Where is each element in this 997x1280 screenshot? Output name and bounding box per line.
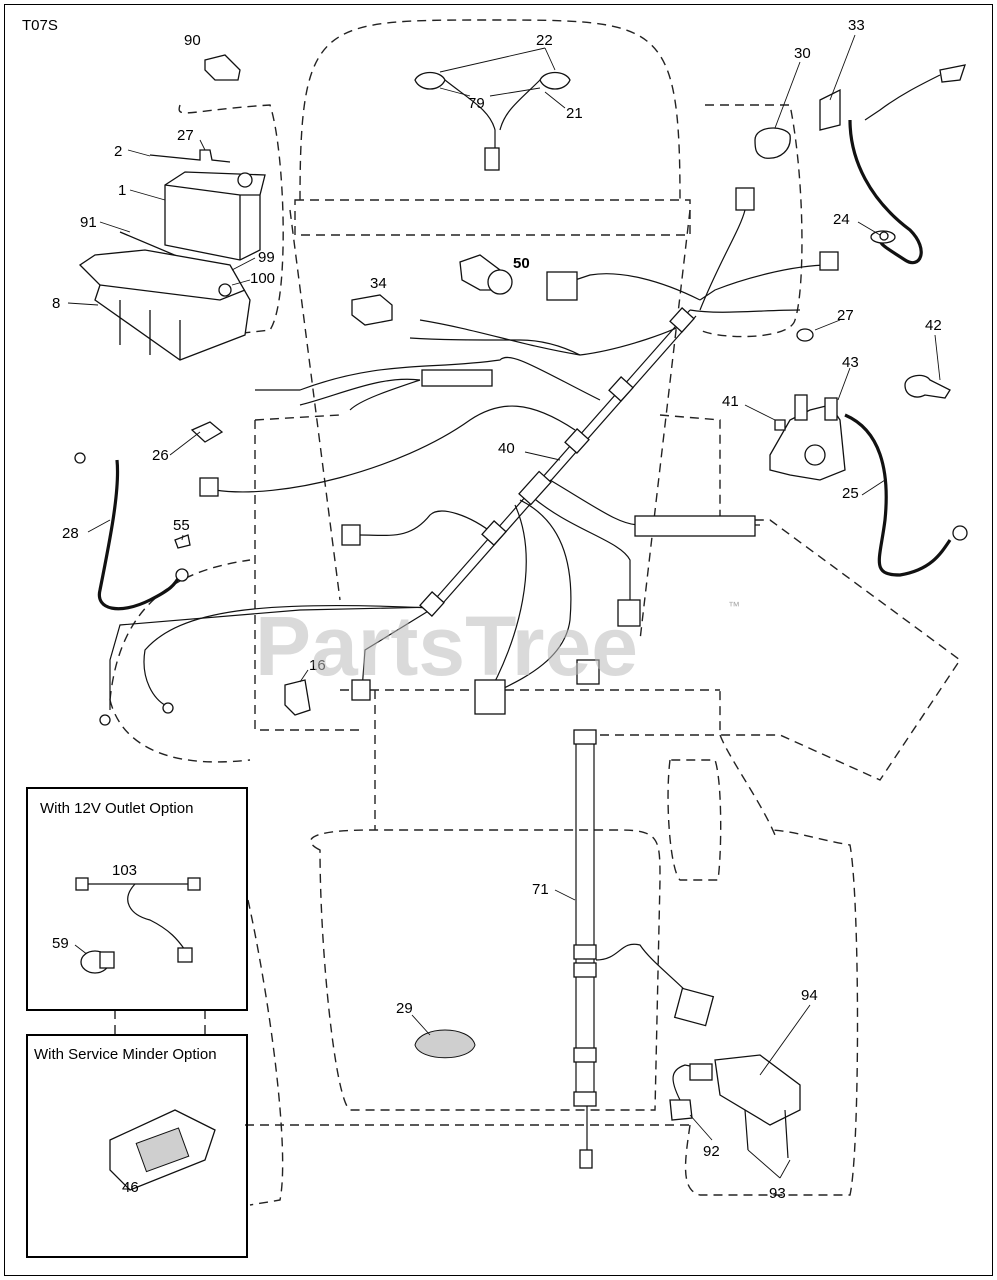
callout-99: 99 xyxy=(258,249,275,266)
callout-91: 91 xyxy=(80,214,97,231)
callout-71: 71 xyxy=(532,881,549,898)
callout-50: 50 xyxy=(513,255,530,272)
callout-94: 94 xyxy=(801,987,818,1004)
callout-27-relay: 27 xyxy=(837,307,854,324)
callout-30: 30 xyxy=(794,45,811,62)
callout-55: 55 xyxy=(173,517,190,534)
option-12v-title: With 12V Outlet Option xyxy=(40,800,193,817)
callout-46: 46 xyxy=(122,1179,139,1196)
callout-34: 34 xyxy=(370,275,387,292)
callout-93: 93 xyxy=(769,1185,786,1202)
callout-79: 79 xyxy=(468,95,485,112)
option-service-minder: With Service Minder Option 46 xyxy=(26,1034,248,1258)
callout-103: 103 xyxy=(112,862,137,879)
callout-43: 43 xyxy=(842,354,859,371)
callout-40: 40 xyxy=(498,440,515,457)
watermark-tm: ™ xyxy=(728,599,740,613)
callout-29: 29 xyxy=(396,1000,413,1017)
callout-1: 1 xyxy=(118,182,126,199)
callout-8: 8 xyxy=(52,295,60,312)
callout-90: 90 xyxy=(184,32,201,49)
callout-24: 24 xyxy=(833,211,850,228)
callout-2: 2 xyxy=(114,143,122,160)
callout-59: 59 xyxy=(52,935,69,952)
diagram-code: T07S xyxy=(22,17,58,34)
callout-25: 25 xyxy=(842,485,859,502)
watermark: PartsTree xyxy=(255,599,638,693)
option-12v-outlet: With 12V Outlet Option 103 59 xyxy=(26,787,248,1011)
option-service-minder-title: With Service Minder Option xyxy=(34,1046,217,1063)
harness-71 xyxy=(573,659,715,1169)
diagram-frame xyxy=(4,4,993,1276)
callout-28: 28 xyxy=(62,525,79,542)
callout-26: 26 xyxy=(152,447,169,464)
main-wire-harness xyxy=(97,119,952,715)
callout-22: 22 xyxy=(536,32,553,49)
callout-100: 100 xyxy=(250,270,275,287)
battery-group xyxy=(78,149,266,361)
callout-27-battery: 27 xyxy=(177,127,194,144)
callout-92: 92 xyxy=(703,1143,720,1160)
callout-labels: T07S 2 27 1 91 8 99 100 90 22 79 21 30 3… xyxy=(22,17,942,1202)
callout-41: 41 xyxy=(722,393,739,410)
misc-parts xyxy=(74,54,968,1191)
callout-42: 42 xyxy=(925,317,942,334)
callout-21: 21 xyxy=(566,105,583,122)
callout-16: 16 xyxy=(309,657,326,674)
callout-33: 33 xyxy=(848,17,865,34)
tractor-outline xyxy=(109,19,961,1206)
leader-lines xyxy=(67,34,941,1179)
